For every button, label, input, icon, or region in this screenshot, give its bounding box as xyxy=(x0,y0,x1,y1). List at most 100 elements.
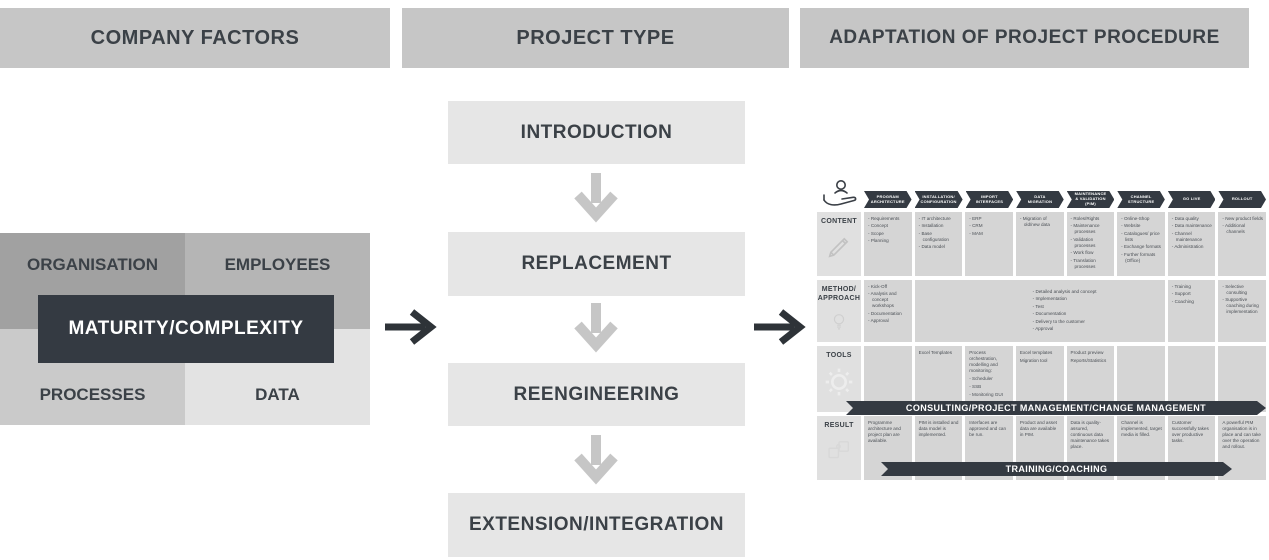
content-cell: Migration of old/new data xyxy=(1015,212,1064,276)
content-cell: Data qualityData maintenanceChannel main… xyxy=(1167,212,1216,276)
cell-line: Approval xyxy=(1033,326,1162,332)
hand-person-icon xyxy=(819,178,861,213)
cell-line: Coaching xyxy=(1172,299,1213,305)
cell-line: Data quality xyxy=(1172,216,1213,222)
cell-line: Data maintenance xyxy=(1172,223,1213,229)
flow-box-introduction: INTRODUCTION xyxy=(448,101,745,164)
row-label-result: RESULT xyxy=(817,416,861,480)
flow-box-reengineering: REENGINEERING xyxy=(448,363,745,426)
phase-header-row: PROGRAM ARCHITECTURE INSTALLATION/ CONFI… xyxy=(864,191,1266,208)
cell-line: - SSB xyxy=(969,383,982,389)
cell-line: ERP xyxy=(969,216,1010,222)
row-label-text: TOOLS xyxy=(826,352,852,359)
cell-line: Concept xyxy=(868,223,909,229)
cell-line: Roles/Rights xyxy=(1071,216,1112,222)
row-result: RESULT Programme architecture and projec… xyxy=(817,416,1266,480)
cell-line: Planning xyxy=(868,238,909,244)
phase-installation-configuration: INSTALLATION/ CONFIGURATION xyxy=(915,191,963,208)
arrow-down-icon xyxy=(570,301,622,358)
content-cell: ERPCRM MAM xyxy=(965,212,1013,276)
cell-line: MAM xyxy=(969,231,1010,237)
company-factors-quadrant: ORGANISATION EMPLOYEES PROCESSES DATA MA… xyxy=(0,233,370,425)
cell-line: Supportive coaching during implementatio… xyxy=(1222,297,1263,315)
cell-line: CRM xyxy=(969,223,1010,229)
cell-line: Kick-Off xyxy=(868,284,909,290)
arrow-down-icon xyxy=(570,433,622,490)
cell-line: Excel templates xyxy=(1019,350,1053,355)
cell-line: - Monitoring GUI xyxy=(969,391,1003,397)
phase-program-architecture: PROGRAM ARCHITECTURE xyxy=(864,191,912,208)
cell-line: Data model xyxy=(919,244,960,250)
cell-line: Excel Templates xyxy=(918,350,952,355)
cell-line: Reports/Statistics xyxy=(1070,357,1107,363)
flow-box-extension-integration: EXTENSION/INTEGRATION xyxy=(448,493,745,557)
header-adaptation: ADAPTATION OF PROJECT PROCEDURE xyxy=(800,8,1249,68)
method-cell-rollout: Selective consultingSupportive coaching … xyxy=(1218,280,1266,342)
header-company-factors: COMPANY FACTORS xyxy=(0,8,390,68)
cell-line: Implementation xyxy=(1033,296,1162,302)
cell-line: Website xyxy=(1121,223,1162,229)
cell-line: Detailed analysis and concept xyxy=(1033,289,1162,295)
row-label-text: CONTENT xyxy=(821,218,857,225)
phase-channel-structure: CHANNEL STRUCTURE xyxy=(1117,191,1165,208)
content-cell: IT architectureInstallationBase configur… xyxy=(914,212,963,276)
arrow-right-icon xyxy=(752,307,807,352)
cell-line: Catalogues/ price lists xyxy=(1121,231,1162,243)
cell-line: Scope xyxy=(868,231,909,237)
cell-line: Documentation xyxy=(868,311,909,317)
row-label-text: METHOD/ APPROACH xyxy=(817,286,861,302)
row-tools: TOOLS Excel Templates Process orchestrat… xyxy=(817,346,1266,412)
content-cell: RequirementsConceptScopePlanning xyxy=(864,212,912,276)
cell-line: Process orchestration, modelling and mon… xyxy=(969,350,998,373)
cell-line: Work flow xyxy=(1071,250,1112,256)
cell-line: Support xyxy=(1172,291,1213,297)
arrow-down-icon xyxy=(570,171,622,228)
cell-line: Exchange formats xyxy=(1121,244,1162,250)
cell-line: New product fields xyxy=(1222,216,1263,222)
cell-line: Requirements xyxy=(868,216,909,222)
cell-line: Migration tool xyxy=(1019,357,1048,363)
arrow-right-icon xyxy=(383,307,438,352)
method-cell-go-live: TrainingSupportCoaching xyxy=(1167,280,1216,342)
header-project-type: PROJECT TYPE xyxy=(402,8,789,68)
cell-line: Maintenance processes xyxy=(1071,223,1112,235)
cell-line: Product preview xyxy=(1070,350,1104,355)
cell-line: IT architecture xyxy=(919,216,960,222)
cell-line: Installation xyxy=(919,223,960,229)
cell-line: Approval xyxy=(868,318,909,324)
cell-line: Migration of old/new data xyxy=(1020,216,1061,228)
label-data: DATA xyxy=(255,385,300,404)
content-cell: Roles/RightsMaintenance processesValidat… xyxy=(1066,212,1115,276)
content-cell: New product fieldsAdditional channels xyxy=(1218,212,1266,276)
phase-data-migration: DATA MIGRATION xyxy=(1016,191,1064,208)
flow-box-replacement: REPLACEMENT xyxy=(448,232,745,296)
banner-training: TRAINING/COACHING xyxy=(881,462,1232,476)
phase-rollout: ROLLOUT xyxy=(1218,191,1266,208)
label-organisation: ORGANISATION xyxy=(27,255,158,274)
cell-line: Delivery to the customer xyxy=(1033,319,1162,325)
cell-line: Administration xyxy=(1172,244,1213,250)
row-method-approach: METHOD/ APPROACH Kick-OffAnalysis and co… xyxy=(817,280,1266,342)
cell-line: Test xyxy=(1033,304,1162,310)
cell-line: Validation processes xyxy=(1071,237,1112,249)
cell-line: Translation processes xyxy=(1071,258,1112,270)
cell-line: Further formats (Office) xyxy=(1121,252,1162,264)
gear-icon xyxy=(825,368,853,396)
row-label-method: METHOD/ APPROACH xyxy=(817,280,861,342)
content-cell: Online-ShopWebsiteCatalogues/ price list… xyxy=(1117,212,1165,276)
label-processes: PROCESSES xyxy=(39,385,146,404)
phase-maintenance-validation: MAINTENANCE & VALIDATION (PIM) xyxy=(1067,191,1115,208)
puzzle-icon xyxy=(828,440,850,459)
label-maturity-complexity: MATURITY/COMPLEXITY xyxy=(38,295,334,363)
method-cell: Kick-OffAnalysis and concept workshopsDo… xyxy=(864,280,912,342)
phase-import-interfaces: IMPORT INTERFACES xyxy=(966,191,1014,208)
cell-line: Channel maintenance xyxy=(1172,231,1213,243)
method-merged-cell: Detailed analysis and conceptImplementat… xyxy=(914,280,1165,342)
cell-line: Training xyxy=(1172,284,1213,290)
cell-line: Analysis and concept workshops xyxy=(868,291,909,309)
label-employees: EMPLOYEES xyxy=(224,255,331,274)
procedure-table: PROGRAM ARCHITECTURE INSTALLATION/ CONFI… xyxy=(817,178,1266,493)
row-label-content: CONTENT xyxy=(817,212,861,276)
row-label-text: RESULT xyxy=(824,422,854,429)
banner-consulting: CONSULTING/PROJECT MANAGEMENT/CHANGE MAN… xyxy=(846,401,1266,415)
